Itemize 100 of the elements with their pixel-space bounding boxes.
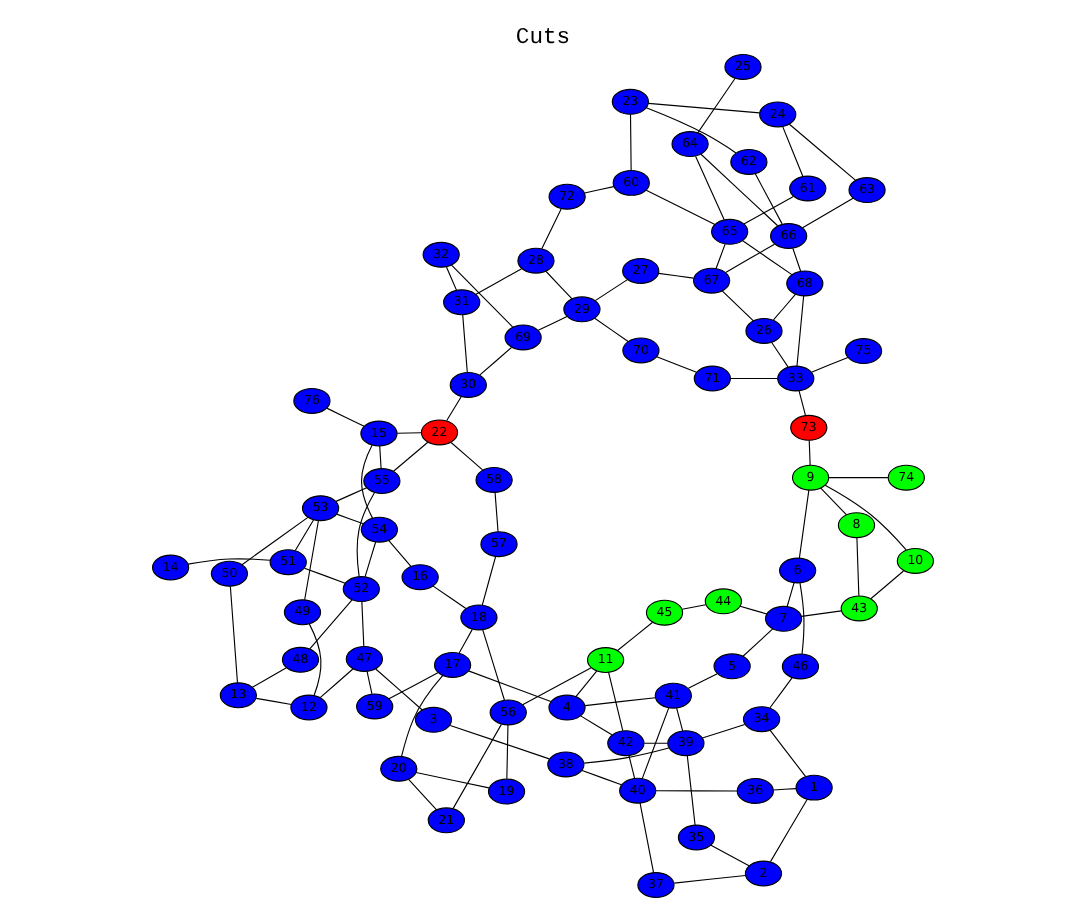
connector xyxy=(334,487,367,502)
connector xyxy=(474,268,522,295)
connector xyxy=(302,567,345,584)
connector xyxy=(583,697,655,707)
connector xyxy=(680,604,706,610)
connector xyxy=(801,197,853,229)
connector xyxy=(768,798,807,863)
connector xyxy=(753,173,782,225)
connector xyxy=(307,623,321,697)
connector xyxy=(457,628,472,654)
connector xyxy=(574,670,597,698)
connector xyxy=(414,771,489,789)
connector xyxy=(738,605,767,615)
connector xyxy=(355,491,375,578)
connector xyxy=(544,270,572,300)
connector xyxy=(521,667,591,706)
connector xyxy=(791,247,801,272)
connector xyxy=(335,513,363,525)
connector xyxy=(359,444,373,519)
connector xyxy=(607,671,623,732)
connector xyxy=(699,153,778,227)
connector xyxy=(400,674,443,757)
connector xyxy=(461,314,467,373)
connector xyxy=(768,729,806,777)
connector xyxy=(807,439,810,466)
connector xyxy=(654,790,737,792)
connector xyxy=(799,610,841,617)
connector xyxy=(724,243,775,274)
connector xyxy=(478,346,512,376)
connector xyxy=(466,670,551,703)
connector xyxy=(480,556,496,606)
connector xyxy=(655,356,697,373)
connector xyxy=(771,293,795,321)
connector xyxy=(785,582,794,608)
connector xyxy=(250,667,286,688)
connector xyxy=(378,445,381,470)
connector xyxy=(374,668,422,711)
connector xyxy=(593,317,628,343)
connector xyxy=(742,195,793,225)
connector xyxy=(363,541,376,578)
connector xyxy=(318,668,353,699)
connector xyxy=(797,390,806,417)
connector xyxy=(694,155,724,221)
connector xyxy=(407,779,437,811)
connector xyxy=(228,585,238,684)
connector xyxy=(449,441,483,471)
connector xyxy=(672,874,746,884)
connector xyxy=(797,489,809,559)
connector xyxy=(869,570,904,600)
connector xyxy=(787,123,856,181)
connector xyxy=(615,621,653,652)
connector xyxy=(445,395,461,422)
connector xyxy=(451,723,501,810)
connector xyxy=(580,769,621,786)
connector xyxy=(772,788,796,791)
connector xyxy=(493,492,498,533)
connector xyxy=(360,601,364,647)
connector xyxy=(819,487,846,516)
connector xyxy=(308,599,352,650)
connector xyxy=(325,407,364,427)
connector xyxy=(741,628,773,657)
connector xyxy=(638,802,654,874)
connector xyxy=(644,189,715,226)
connector xyxy=(593,279,627,302)
connector xyxy=(387,672,438,700)
connector xyxy=(431,585,466,610)
diagram-title: Cuts xyxy=(514,27,570,52)
connector xyxy=(795,295,804,367)
connector xyxy=(700,723,745,739)
connector xyxy=(855,537,859,597)
connector xyxy=(675,707,683,732)
connector xyxy=(768,677,792,709)
connector xyxy=(240,516,308,566)
connector xyxy=(685,755,695,826)
connector xyxy=(644,107,736,154)
connector xyxy=(536,315,567,331)
connector xyxy=(450,264,513,328)
connector xyxy=(293,519,314,551)
connector xyxy=(646,102,760,114)
connector xyxy=(627,755,635,779)
connector xyxy=(728,377,777,380)
connector xyxy=(583,186,614,194)
connector xyxy=(709,844,749,867)
connector xyxy=(642,742,668,744)
connector xyxy=(365,670,372,695)
connector xyxy=(387,540,411,567)
connector xyxy=(714,243,725,270)
connector xyxy=(303,520,318,601)
connector xyxy=(657,272,694,279)
connector xyxy=(809,356,848,373)
connector xyxy=(444,266,457,291)
connector xyxy=(254,697,291,706)
connector xyxy=(823,484,906,551)
connector xyxy=(720,290,753,322)
connector xyxy=(628,113,631,171)
connector xyxy=(395,432,421,434)
connector xyxy=(827,477,888,479)
connector xyxy=(579,715,612,736)
connector xyxy=(481,629,504,701)
connector xyxy=(640,707,669,780)
